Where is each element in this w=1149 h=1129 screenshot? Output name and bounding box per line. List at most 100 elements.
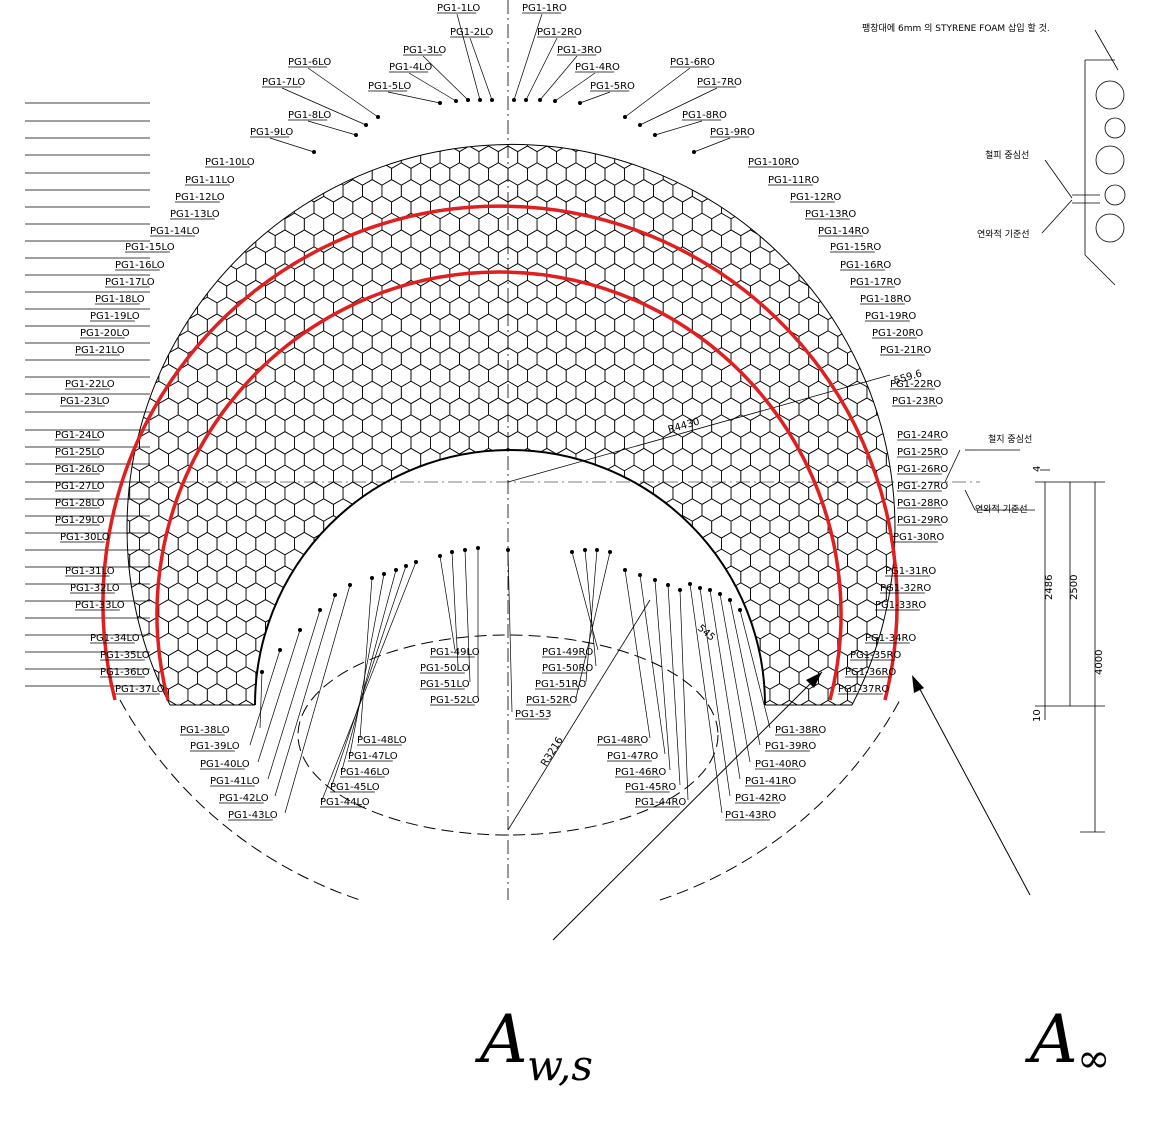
hex-cell (701, 397, 722, 421)
hex-cell (692, 751, 711, 773)
hex-cell (653, 347, 674, 371)
hex-cell (759, 464, 780, 489)
hex-cell (1003, 650, 1022, 672)
hex-cell (313, 464, 334, 489)
hex-cell (896, 902, 915, 924)
hex-cell (342, 313, 363, 337)
hex-cell (130, 79, 149, 101)
hex-cell (837, 464, 858, 489)
hex-cell (148, 347, 169, 371)
hex-cell (856, 144, 877, 153)
left-segment-labels: PG1-10LOPG1-11LOPG1-12LOPG1-13LOPG1-14LO… (55, 157, 255, 695)
hex-cell (527, 768, 546, 790)
hex-cell (896, 734, 915, 756)
hex-cell (187, 615, 208, 640)
hex-cell (730, 548, 751, 573)
hex-cell (216, 464, 237, 489)
segment-point (348, 583, 352, 587)
hex-cell (207, 885, 226, 907)
hex-cell (188, 818, 207, 840)
hex-cell (906, 112, 925, 134)
hex-cell (362, 313, 383, 337)
segment-label: PG1-30RO (893, 532, 944, 543)
hex-cell (876, 162, 895, 186)
hex-cell (692, 784, 711, 806)
hex-cell (614, 347, 635, 371)
hex-cell (168, 414, 189, 438)
segment-label: PG1-39LO (190, 741, 240, 752)
hex-cell (935, 566, 954, 588)
hex-cell (148, 179, 169, 203)
hex-cell (508, 835, 527, 857)
hex-cell (818, 599, 839, 623)
hex-cell (517, 380, 538, 405)
hex-cell (178, 902, 197, 924)
hex-cell (779, 498, 800, 522)
segment-leader (539, 55, 578, 101)
hex-cell (295, 801, 314, 823)
hex-cell (449, 498, 470, 522)
hex-cell (915, 734, 934, 756)
hex-cell (255, 531, 276, 556)
hex-cell (285, 818, 304, 840)
hex-cell (479, 784, 498, 806)
hex-cell (547, 801, 566, 823)
hex-cell (789, 885, 808, 907)
hex-cell (274, 229, 296, 253)
segment-point (578, 101, 582, 105)
hex-cell (188, 79, 207, 101)
hex-cell (877, 835, 896, 857)
hex-cell (615, 818, 634, 840)
hex-cell (206, 615, 228, 640)
hex-cell (313, 162, 334, 186)
hex-cell (594, 515, 616, 539)
hex-cell (391, 531, 412, 556)
hex-cell (837, 498, 858, 522)
aws-subscript: w,s (527, 1041, 593, 1090)
hex-cell (837, 144, 858, 153)
hex-cell (595, 784, 614, 806)
hex-cell (400, 515, 422, 539)
hex-cell (149, 112, 168, 134)
hex-cell (392, 768, 411, 790)
hex-cell (216, 565, 237, 589)
hex-cell (974, 163, 993, 185)
hex-cell (158, 397, 179, 421)
segment-label: PG1-17RO (850, 277, 901, 288)
hex-cell (352, 531, 373, 556)
hex-cell (265, 246, 286, 270)
hex-cell (294, 195, 315, 220)
hex-cell (751, 79, 770, 101)
segment-point (688, 582, 692, 586)
hex-cell (624, 96, 643, 118)
hex-cell (342, 582, 363, 606)
hex-cell (332, 666, 354, 690)
hex-cell (478, 481, 499, 505)
hex-cell (489, 835, 508, 857)
hex-cell (1061, 751, 1080, 773)
hex-cell (507, 144, 528, 153)
hex-cell (867, 112, 886, 134)
hex-cell (721, 162, 742, 186)
hex-cell (168, 615, 189, 640)
aws-pointer-line (552, 671, 823, 941)
hex-cell (391, 363, 412, 388)
hex-cell (682, 431, 703, 455)
hex-cell (1012, 264, 1031, 286)
hex-cell (313, 330, 334, 354)
hex-cell (1042, 482, 1061, 504)
hex-cell (255, 498, 276, 522)
hex-cell (1022, 280, 1041, 302)
hex-cell (769, 515, 790, 539)
hex-cell (429, 296, 451, 321)
hex-cell (507, 296, 528, 321)
hex-cell (769, 548, 790, 573)
hex-cell (517, 481, 538, 505)
hex-cell (256, 96, 275, 118)
hex-cell (1061, 146, 1080, 168)
hex-cell (798, 531, 819, 556)
hex-cell (585, 498, 606, 522)
hex-cell (915, 768, 934, 790)
hex-cell (1003, 818, 1022, 840)
dim-4-label: 4 (1032, 466, 1043, 472)
